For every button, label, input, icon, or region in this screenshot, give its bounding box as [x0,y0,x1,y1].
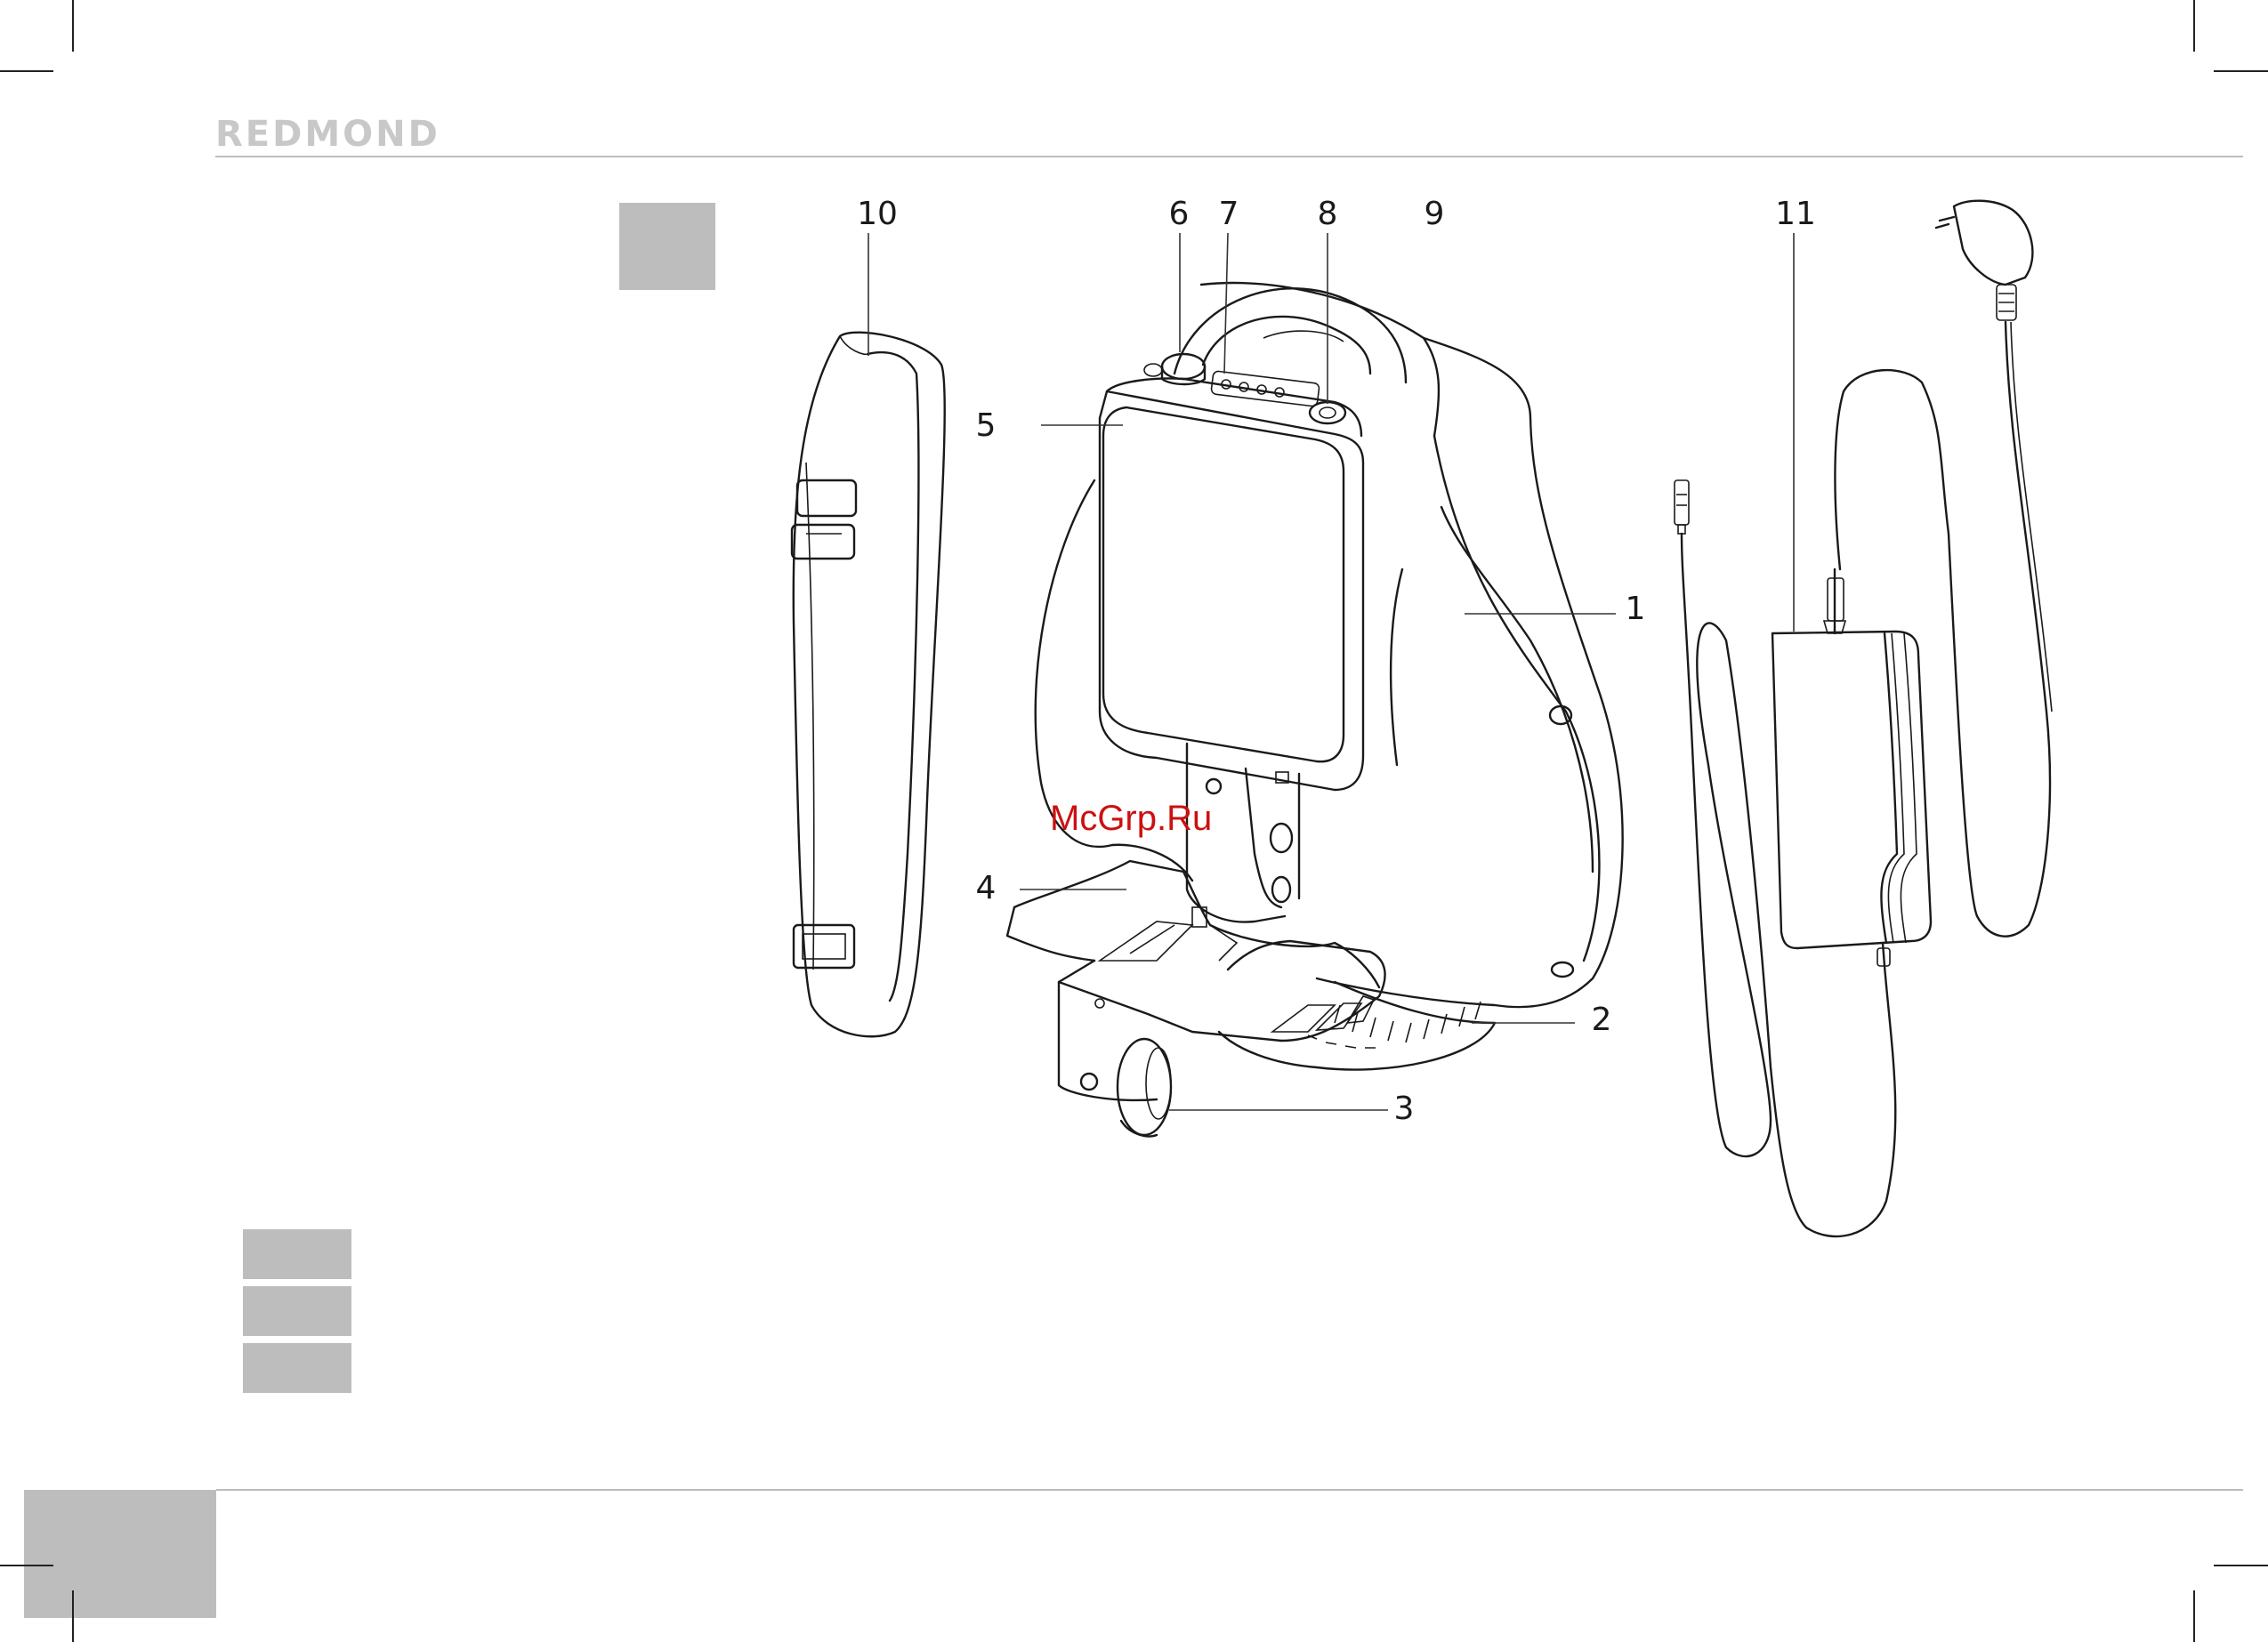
callout-9: 9 [1425,196,1445,232]
callout-2: 2 [1592,1002,1612,1038]
callout-1: 1 [1626,591,1646,627]
callout-leaders [868,233,1794,1110]
callout-labels: 10 6 7 8 9 11 5 1 4 2 3 [857,196,1816,1127]
watermark-text: McGrp.Ru [1050,799,1212,839]
callout-6: 6 [1169,196,1190,232]
callout-10: 10 [857,196,898,232]
callout-4: 4 [976,870,997,906]
callout-5: 5 [976,407,997,444]
unicycle-illustration [1007,283,1623,1136]
shoulder-strap-illustration [792,333,945,1037]
callout-11: 11 [1775,196,1816,232]
callout-7: 7 [1219,196,1239,232]
callout-3: 3 [1394,1091,1415,1127]
callout-8: 8 [1318,196,1338,232]
charger-illustration [1675,201,2052,1236]
